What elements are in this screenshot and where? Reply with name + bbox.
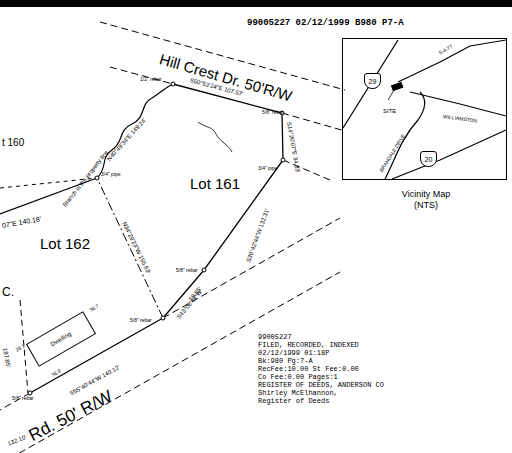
lot-line	[163, 84, 283, 318]
map-caption: Vicinity Map (NTS)	[391, 189, 461, 212]
plat-label: t 160	[2, 138, 24, 148]
road-s-4-77	[398, 40, 506, 82]
creek	[198, 122, 232, 152]
site-leader	[388, 90, 394, 100]
recording-stamp: Bk:980 Pg:7-A	[258, 358, 313, 365]
plat-label: 36.7	[89, 303, 100, 312]
map-label: WILLIAMSTON	[443, 114, 478, 124]
recording-stamp: Register of Deeds	[258, 398, 329, 405]
map-label: S-4-77	[438, 44, 454, 55]
recording-stamp: REGISTER OF DEEDS, ANDERSON CO	[258, 382, 384, 389]
recording-stamp: 99005227	[258, 334, 292, 341]
plat-label: 5/8" rebar	[262, 110, 284, 115]
plat-label: 07"E 140.18'	[1, 215, 41, 229]
node-label: 20	[425, 156, 433, 163]
recording-stamp: 02/12/1999 01:18P	[258, 350, 329, 357]
rebar-marker	[202, 268, 206, 272]
plat-label: Branch is the property line	[62, 149, 110, 208]
plat-label: S14°20'07"E 34.33'	[286, 121, 301, 173]
recording-stamp: 99005227 02/12/1999 B980 P7-A	[247, 19, 404, 28]
site-marker	[392, 82, 403, 90]
plat-label: Lot 162	[40, 236, 90, 251]
recording-stamp: RecFee:10.00 St Fee:0.00	[258, 366, 359, 373]
row-line	[283, 160, 330, 180]
row-line	[0, 272, 340, 453]
vicinity-map-box: Vicinity Map (NTS)SITES-4-77WILLIAMSTONB…	[342, 38, 507, 180]
branch-line	[97, 84, 173, 178]
highway-20	[392, 130, 506, 179]
header-band	[0, 0, 512, 7]
plat-label: 1/2" rebar	[140, 77, 162, 82]
plat-label: 5/8" rebar	[130, 318, 152, 323]
recording-stamp: Shirley McElhannon,	[258, 390, 338, 397]
plat-label: S43°08'44"W	[176, 289, 203, 320]
rebar-marker	[28, 391, 32, 395]
recording-stamp: Co Fee:0.00 Pages:1	[258, 374, 338, 381]
pipe-marker	[281, 158, 285, 162]
plat-label: 5/8" rebar	[176, 268, 198, 273]
pipe-marker	[95, 176, 99, 180]
plat-label: S30°42'44"W 132.31'	[245, 208, 270, 263]
plat-label: 132.10'	[7, 434, 27, 447]
row-line	[110, 67, 173, 84]
plat-label: C.	[2, 286, 14, 298]
recording-stamp: FILED, RECORDED, INDEXED	[258, 342, 359, 349]
plat-label: 3/4" pipe	[258, 166, 278, 171]
rebar-marker	[161, 316, 165, 320]
plat-label: 3/4" pipe	[101, 172, 121, 177]
rebar-marker	[171, 82, 175, 86]
route-shield: 20	[420, 151, 437, 167]
map-label: BRANDALE DRIVE	[379, 133, 406, 173]
plat-label: N40°49'34"E 149.24'	[106, 117, 147, 162]
plat-label: S55°40'44"W 140.12'	[69, 364, 121, 397]
plat-label: Hill Crest Dr. 50'R/W	[158, 51, 294, 103]
map-label: SITE	[383, 108, 396, 114]
plat-label: 187.85'	[2, 347, 11, 367]
plat-label: 5/8" rebar	[12, 396, 34, 401]
node-label: 29	[369, 78, 377, 85]
dwelling-box: Dwelling	[26, 311, 96, 367]
node-label: Dwelling	[50, 331, 73, 348]
plat-label: N34°29'23"W 155.63'	[121, 221, 151, 275]
route-shield: 29	[364, 73, 381, 89]
lot-line	[97, 178, 163, 318]
plat-label: Lot 161	[190, 176, 240, 191]
vicinity-roads	[343, 40, 506, 179]
highway-29	[343, 40, 398, 128]
